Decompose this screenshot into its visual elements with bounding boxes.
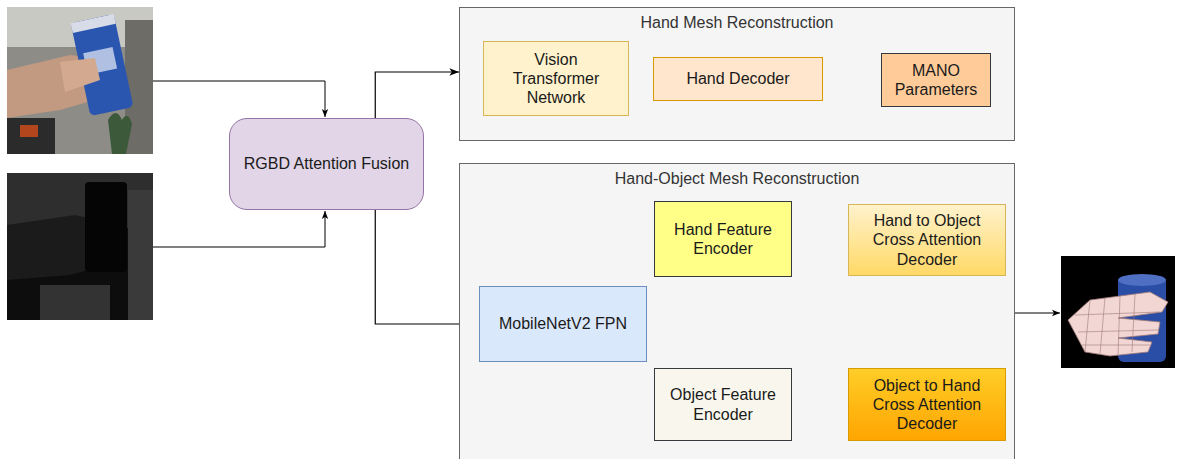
- output-box: MANO Parameters: [881, 53, 991, 107]
- group-panel: Hand Mesh ReconstructionVision Transform…: [459, 7, 1015, 141]
- process-box: Hand to Object Cross Attention Decoder: [848, 204, 1006, 276]
- process-box: Hand Decoder: [653, 57, 823, 101]
- photo-background: [7, 7, 153, 154]
- process-box: Vision Transformer Network: [483, 41, 629, 116]
- box-label: Vision Transformer Network: [490, 50, 622, 108]
- panel-title: Hand Mesh Reconstruction: [460, 8, 1014, 32]
- box-label: Hand to Object Cross Attention Decoder: [855, 211, 999, 269]
- box-label: Object Feature Encoder: [661, 385, 785, 423]
- box-label: Hand Decoder: [686, 69, 789, 88]
- process-box: Object Feature Encoder: [654, 368, 792, 441]
- depth-can: [85, 182, 127, 272]
- input-arrow: [153, 81, 325, 117]
- output-arrow: [1015, 313, 1060, 314]
- input-arrow: [153, 211, 325, 247]
- panel-title: Hand-Object Mesh Reconstruction: [460, 164, 1014, 188]
- flow-arrow: [375, 72, 459, 118]
- output-background: [1061, 256, 1175, 368]
- process-box: MobileNetV2 FPN: [479, 286, 647, 362]
- depth-map: [7, 173, 153, 320]
- box-label: MobileNetV2 FPN: [499, 314, 627, 333]
- photo-plant: [108, 113, 132, 154]
- process-box: Hand Feature Encoder: [654, 201, 792, 277]
- box-label: Hand Feature Encoder: [661, 220, 785, 258]
- box-label: Object to Hand Cross Attention Decoder: [855, 376, 999, 434]
- output-mesh-wires: [1075, 294, 1160, 356]
- output-can-lid: [1118, 274, 1166, 286]
- box-label: RGBD Attention Fusion: [244, 154, 409, 173]
- photo-drill-part: [20, 125, 38, 137]
- process-box: Object to Hand Cross Attention Decoder: [848, 368, 1006, 441]
- photo-hand: [60, 58, 100, 92]
- depth-table: [40, 285, 110, 320]
- depth-shelf: [128, 190, 153, 320]
- box-label: MANO Parameters: [888, 61, 984, 99]
- output-hand-mesh: [1068, 292, 1168, 356]
- depth-background: [7, 173, 153, 320]
- rgb-photo: [7, 7, 153, 154]
- output-render: [1061, 256, 1175, 368]
- group-panel: Hand-Object Mesh ReconstructionMobileNet…: [459, 163, 1015, 459]
- photo-drill: [7, 118, 55, 154]
- fusion-box: RGBD Attention Fusion: [229, 118, 424, 210]
